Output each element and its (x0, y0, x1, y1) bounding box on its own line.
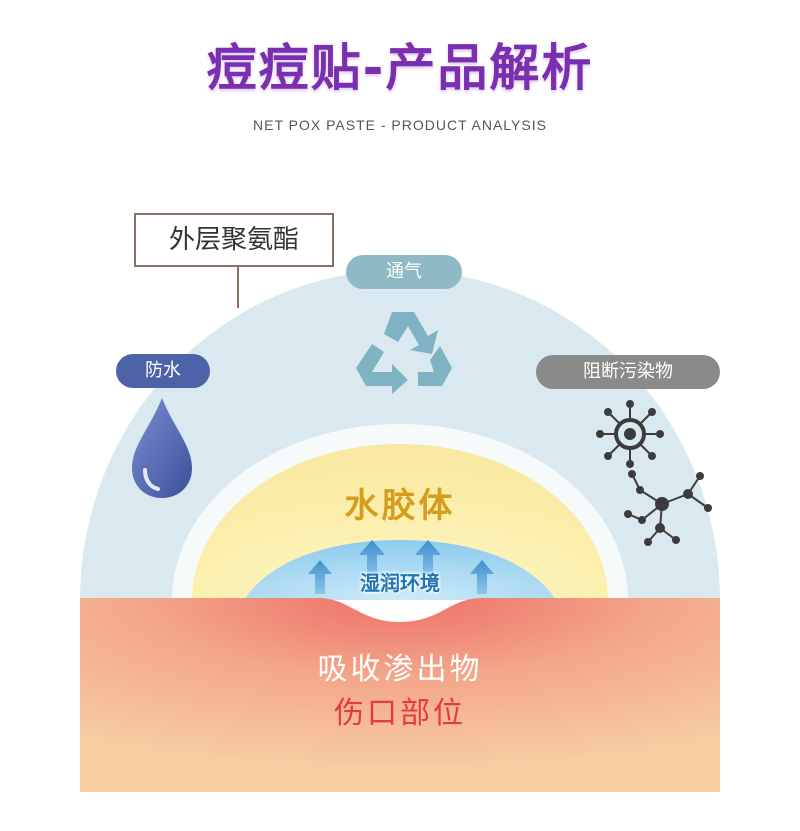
blocks-pollutants-badge: 阻断污染物 (536, 355, 720, 389)
wound-site-label: 伤口部位 (0, 688, 800, 732)
outer-layer-label: 外层聚氨酯 (134, 213, 334, 267)
waterproof-badge: 防水 (116, 354, 210, 388)
breathable-badge: 通气 (346, 255, 462, 289)
absorbs-exudate-label: 吸收渗出物 (0, 644, 800, 688)
virus-icon (597, 401, 663, 467)
moist-environment-label: 湿润环境 (300, 567, 500, 596)
hydrocolloid-label: 水胶体 (0, 478, 800, 527)
